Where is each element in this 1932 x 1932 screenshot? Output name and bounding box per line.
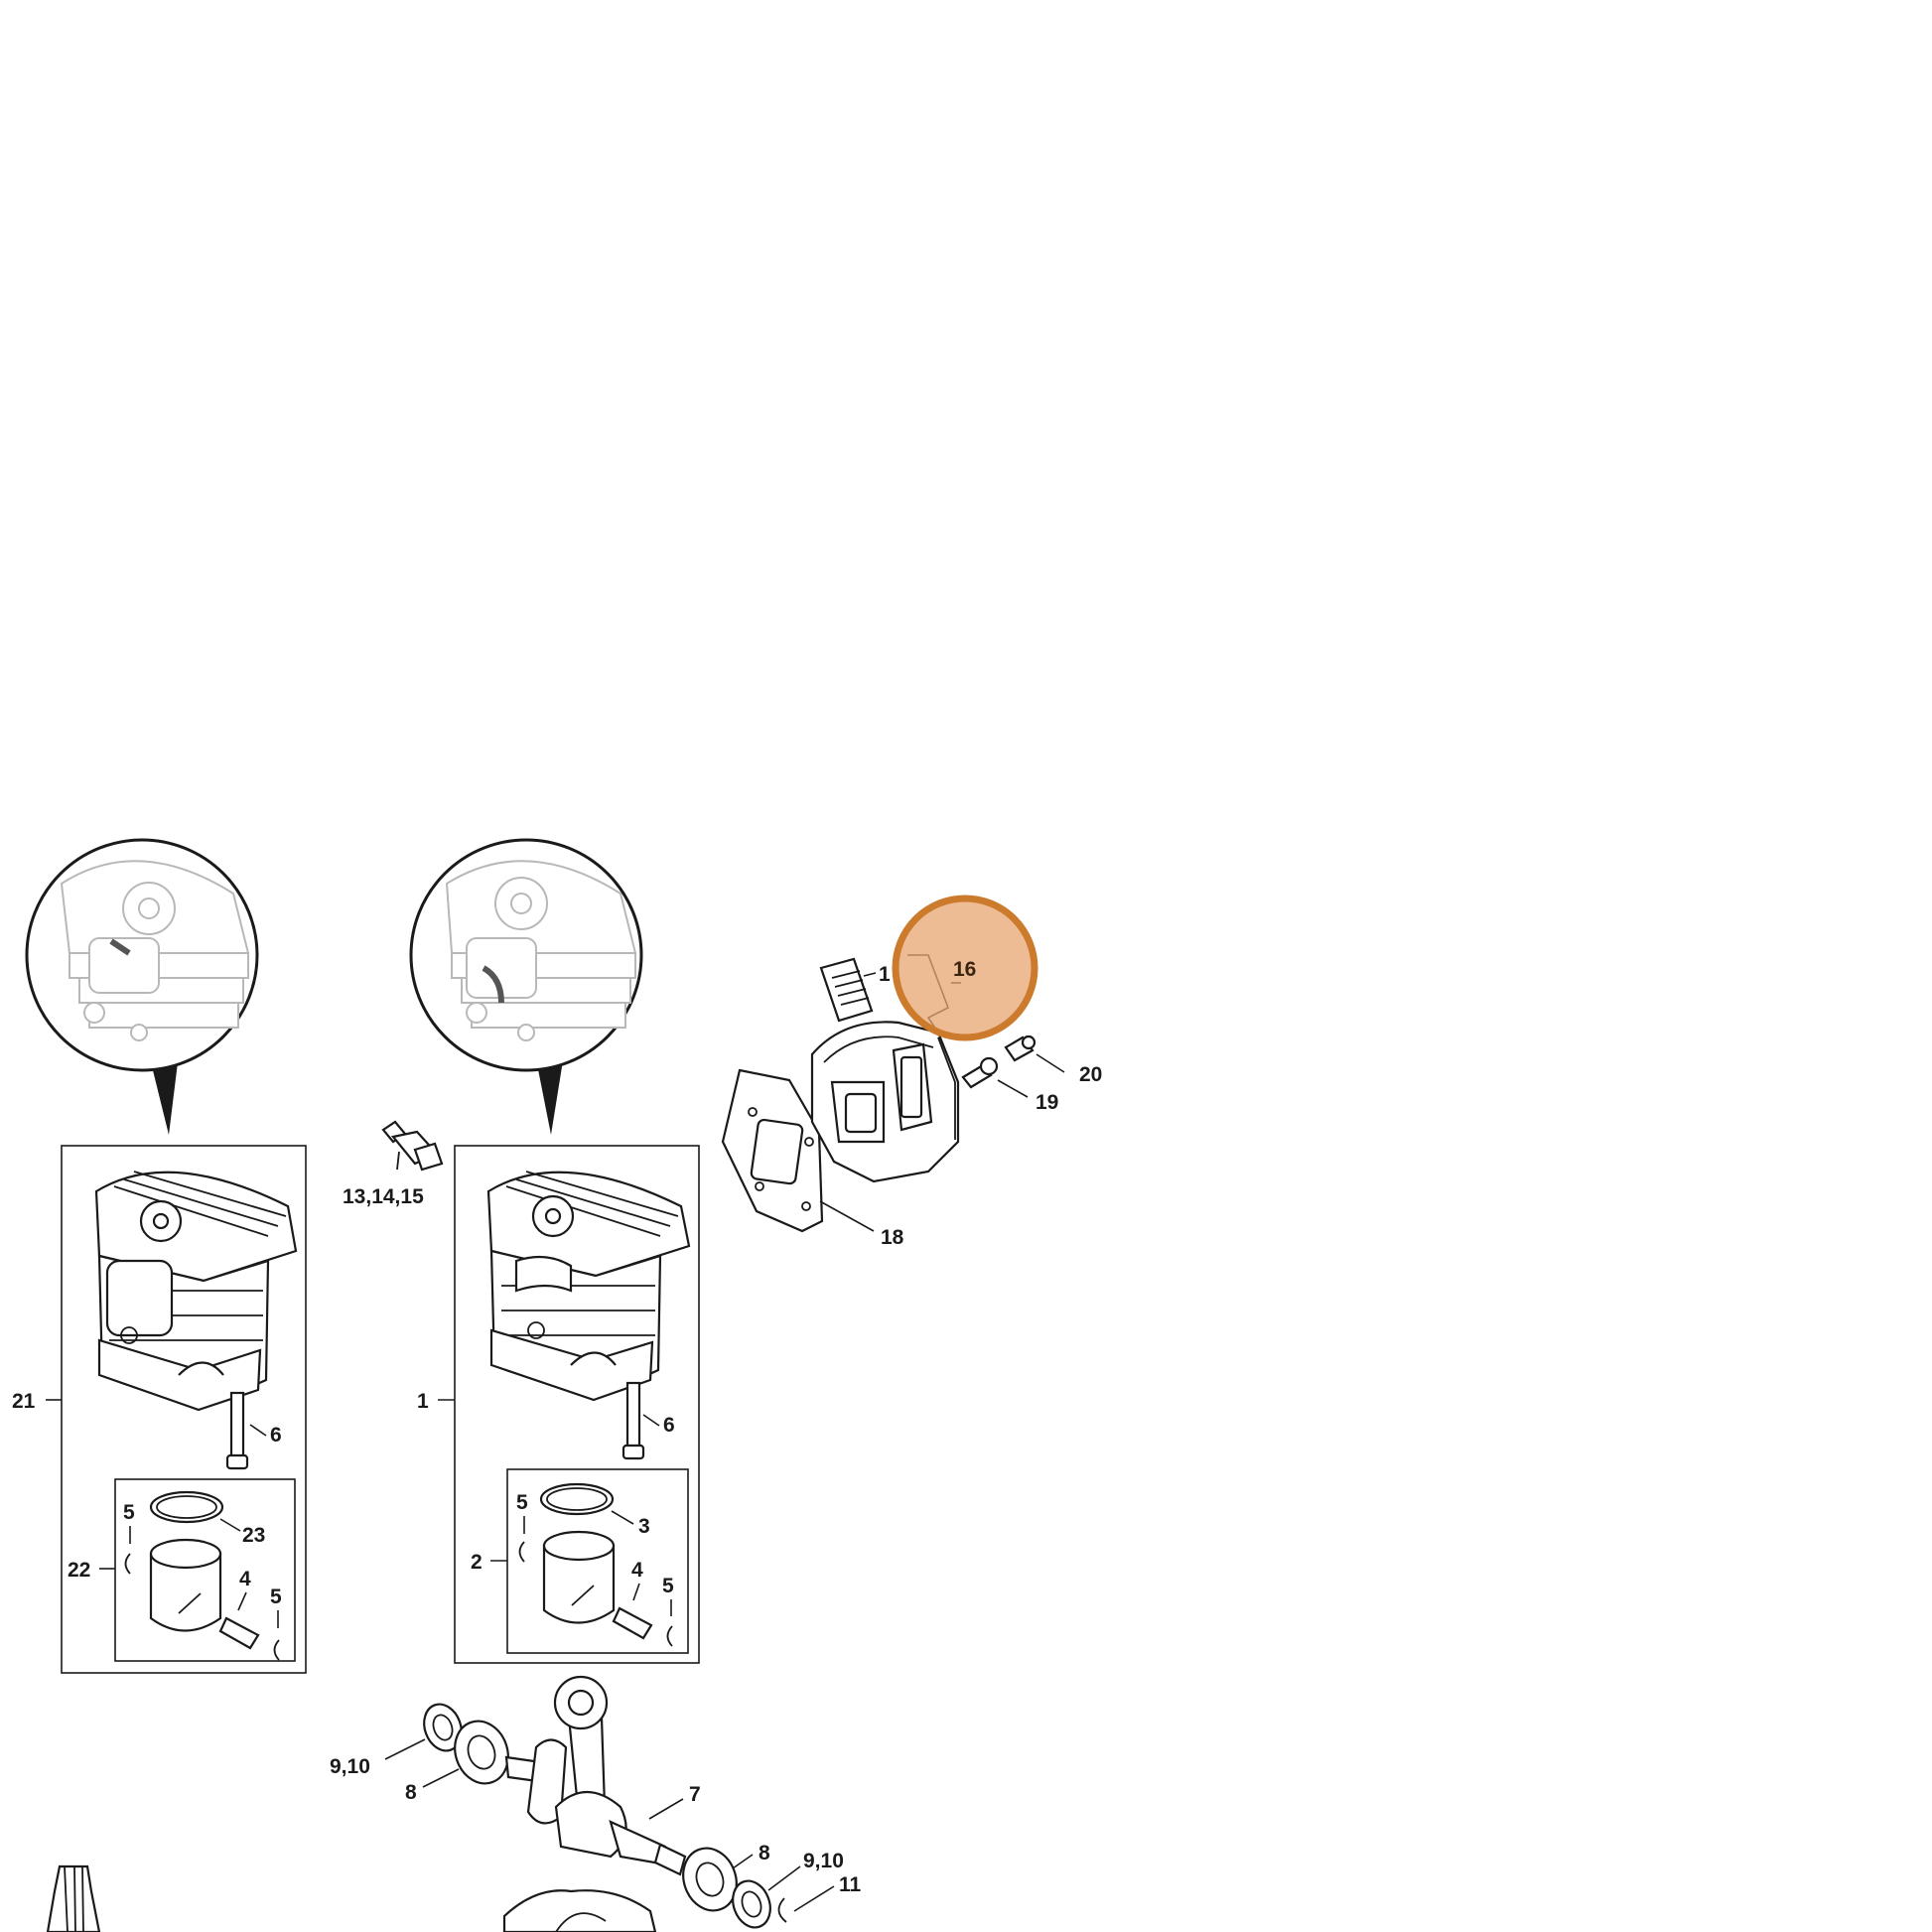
- callout-6[interactable]: 6: [663, 1414, 675, 1437]
- callout-5[interactable]: 5: [662, 1575, 674, 1597]
- spark-arrestor-screen: [819, 957, 874, 1023]
- fastener-20: [1004, 1035, 1036, 1062]
- bolt-6-left: [225, 1391, 249, 1470]
- highlight-callout-16[interactable]: 16: [892, 895, 1038, 1041]
- piston-frame-22: [114, 1478, 296, 1662]
- muffler-group: 1 16 20 19 18: [721, 895, 1102, 1249]
- circlip-11: [777, 1897, 787, 1923]
- detail-bubble-left: [25, 838, 259, 1135]
- cylinder-assembly-1: 1 6 5 3 2 4 5: [409, 838, 700, 1664]
- crankshaft-group: 9,10 8 7 8 9,10 11: [46, 1675, 862, 1932]
- callout-21[interactable]: 21: [12, 1390, 36, 1413]
- piston-parts-middle: [518, 1482, 673, 1647]
- callout-1[interactable]: 1: [879, 963, 891, 986]
- callout-5[interactable]: 5: [270, 1586, 282, 1608]
- callout-22[interactable]: 22: [68, 1559, 90, 1582]
- callout-11[interactable]: 11: [839, 1873, 862, 1896]
- muffler-body: [810, 1021, 960, 1183]
- callout-7[interactable]: 7: [689, 1783, 701, 1806]
- callout-2[interactable]: 2: [471, 1551, 483, 1574]
- crankshaft-7: [504, 1675, 687, 1876]
- callout-5[interactable]: 5: [123, 1501, 135, 1524]
- bolt-6-middle: [621, 1381, 645, 1460]
- callout-16[interactable]: 16: [953, 958, 976, 981]
- seal-9-10-lower: [732, 1879, 771, 1929]
- callout-19[interactable]: 19: [1035, 1091, 1058, 1114]
- callout-1[interactable]: 1: [417, 1390, 429, 1413]
- cylinder-drawing-1: [486, 1171, 691, 1402]
- muffler-gasket: [721, 1068, 824, 1233]
- assembly-frame-21: [61, 1145, 307, 1674]
- crankcase-partial: [502, 1889, 657, 1932]
- callout-23[interactable]: 23: [242, 1524, 265, 1547]
- seal-9-10-upper: [423, 1703, 463, 1752]
- callout-3[interactable]: 3: [638, 1515, 650, 1538]
- callout-9-10[interactable]: 9,10: [803, 1850, 844, 1872]
- fuel-pickup-partial: [46, 1864, 101, 1932]
- callout-4[interactable]: 4: [239, 1568, 251, 1590]
- callout-6[interactable]: 6: [270, 1424, 282, 1447]
- callout-8[interactable]: 8: [759, 1842, 770, 1864]
- callout-8[interactable]: 8: [405, 1781, 417, 1804]
- bearing-8-lower: [682, 1847, 738, 1912]
- callout-9-10[interactable]: 9,10: [330, 1755, 370, 1778]
- cylinder-drawing-21: [94, 1171, 298, 1412]
- bearing-8-upper: [454, 1720, 509, 1785]
- piston-parts-left: [124, 1490, 280, 1661]
- screw-19: [961, 1056, 999, 1089]
- spark-plug: 13,14,15: [343, 1120, 444, 1208]
- callout-5[interactable]: 5: [516, 1491, 528, 1514]
- callout-13-14-15[interactable]: 13,14,15: [343, 1185, 424, 1208]
- callout-20[interactable]: 20: [1079, 1063, 1102, 1086]
- cylinder-assembly-21: 21 6 5 23 22 4 5: [12, 838, 307, 1674]
- callout-4[interactable]: 4: [631, 1559, 643, 1582]
- callout-18[interactable]: 18: [881, 1226, 904, 1249]
- assembly-frame-1: [454, 1145, 700, 1664]
- detail-bubble-middle: [409, 838, 643, 1135]
